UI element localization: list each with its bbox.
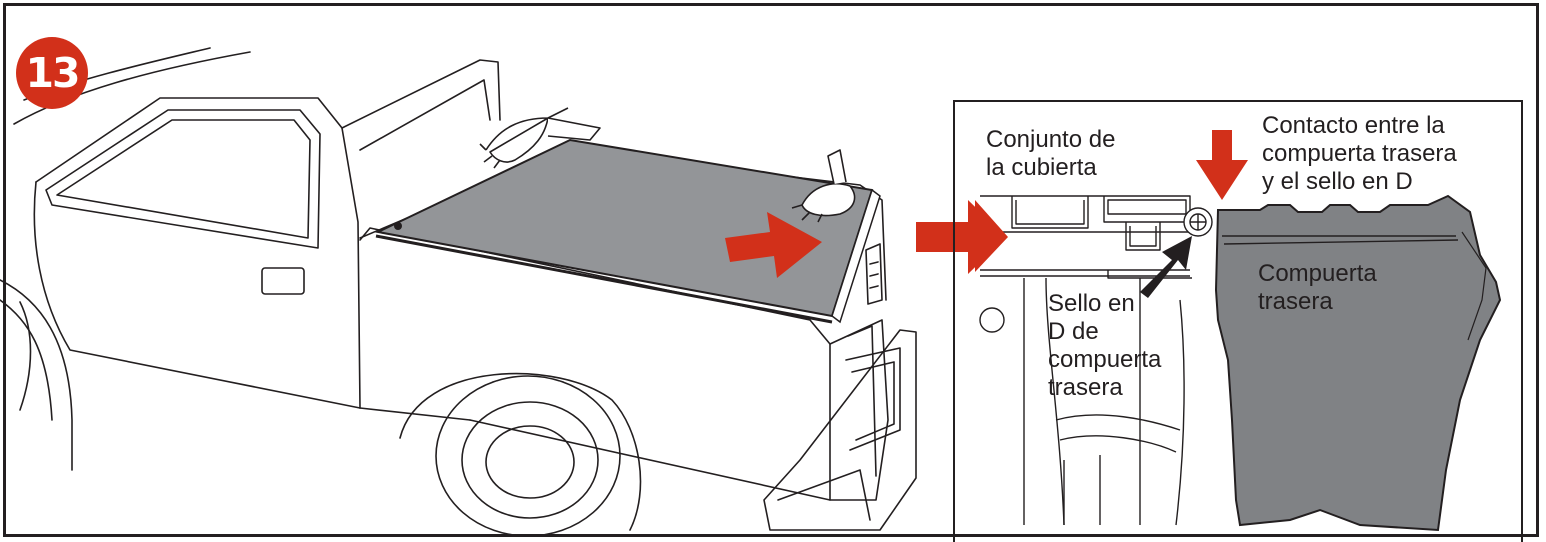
contact-arrow-icon — [1196, 130, 1248, 200]
cover-assembly-label: Conjunto de la cubierta — [986, 126, 1115, 182]
step-number-badge: 13 — [16, 37, 88, 109]
contact-label: Contacto entre la compuerta trasera y el… — [1262, 112, 1457, 196]
tailgate-shape — [1216, 196, 1500, 530]
d-seal-label: Sello en D de compuerta trasera — [1048, 290, 1161, 402]
tailgate-label: Compuerta trasera — [1258, 260, 1377, 316]
